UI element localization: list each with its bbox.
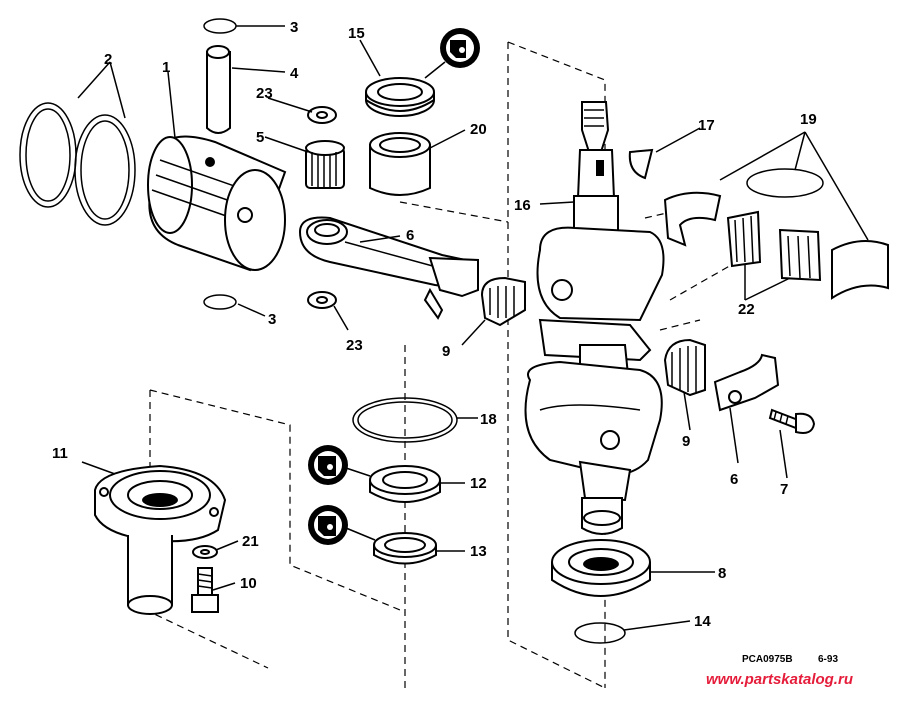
callout-22: 22 [738, 301, 755, 318]
callout-4: 4 [290, 65, 299, 82]
watermark: www.partskatalog.ru [706, 671, 853, 688]
callout-21: 21 [242, 533, 259, 550]
bearing-housing [94, 464, 227, 615]
leader-lines [77, 25, 869, 631]
snap-ring [574, 622, 626, 644]
callout-labels: 3 2 1 4 23 5 15 20 17 19 16 6 3 23 9 22 … [52, 19, 817, 630]
callout-13: 13 [470, 543, 487, 560]
callout-20: 20 [470, 121, 487, 138]
callout-3-top: 3 [290, 19, 298, 36]
piston [147, 135, 287, 272]
piston-pin [206, 45, 231, 134]
needle-bearing-small [305, 140, 345, 189]
callout-2: 2 [104, 51, 112, 68]
ball-bearing [551, 539, 651, 597]
callout-3-bottom: 3 [268, 311, 276, 328]
seal-12 [369, 465, 441, 503]
drawing-code: PCA0975B [742, 654, 793, 665]
needle-cage-lower [663, 338, 706, 397]
connecting-rod [298, 216, 479, 320]
woodruff-key [628, 148, 654, 180]
top-bearing [369, 132, 431, 196]
callout-16: 16 [514, 197, 531, 214]
callout-6-rod: 6 [406, 227, 414, 244]
sealant-icon-top [440, 28, 480, 68]
callout-18: 18 [480, 411, 497, 428]
callout-12: 12 [470, 475, 487, 492]
piston-rings [19, 102, 136, 226]
callout-7: 7 [780, 481, 788, 498]
callout-11: 11 [52, 445, 68, 462]
callout-1: 1 [162, 59, 170, 76]
sealant-icon-low [308, 505, 348, 545]
main-bearing-set [663, 168, 889, 300]
callout-14: 14 [694, 613, 711, 630]
bolt-10 [191, 567, 219, 613]
callout-23-top: 23 [256, 85, 273, 102]
o-ring [352, 397, 458, 443]
callout-19: 19 [800, 111, 817, 128]
dashed-boundaries [149, 41, 741, 689]
rod-bolt [768, 408, 816, 434]
rod-cap [713, 353, 780, 412]
seal-13 [373, 532, 437, 565]
callout-8: 8 [718, 565, 726, 582]
callout-6-cap: 6 [730, 471, 738, 488]
callout-17: 17 [698, 117, 715, 134]
callout-9-right: 9 [682, 433, 690, 450]
date-code: 6-93 [818, 654, 838, 665]
callout-23-bottom: 23 [346, 337, 363, 354]
callout-5: 5 [256, 129, 264, 146]
needle-cage-upper [480, 276, 526, 327]
callout-10: 10 [240, 575, 257, 592]
callout-9-left: 9 [442, 343, 450, 360]
washer-21 [192, 545, 218, 559]
thrust-washers [307, 106, 337, 309]
crankshaft [524, 101, 665, 535]
sealant-icon-mid [308, 445, 348, 485]
top-seal [365, 77, 435, 117]
callout-15: 15 [348, 25, 365, 42]
